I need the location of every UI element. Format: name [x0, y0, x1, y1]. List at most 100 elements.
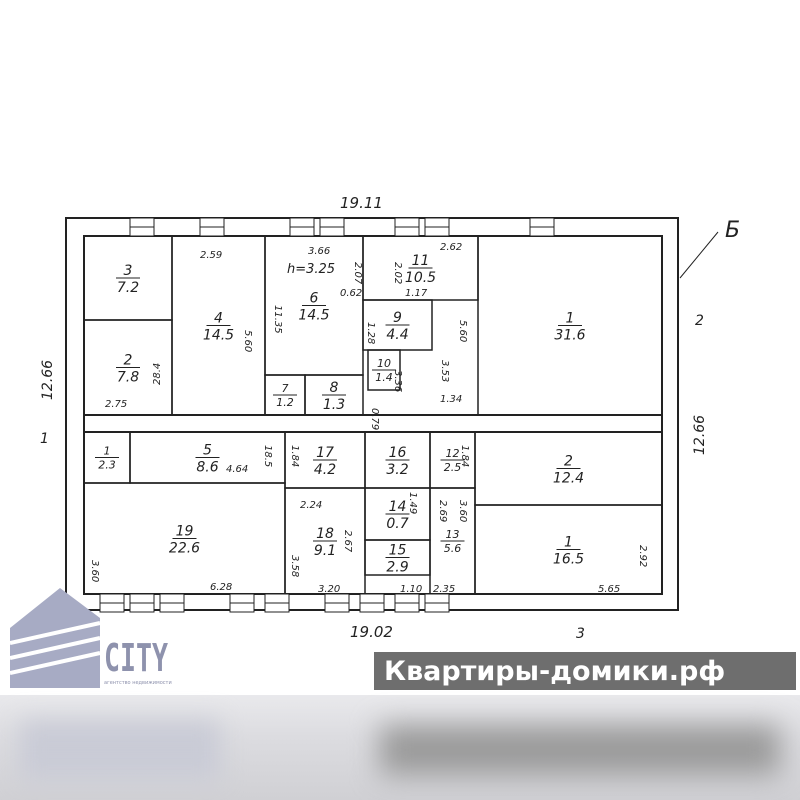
- dimension-label: 3.60: [457, 500, 468, 522]
- dimension-label: 1.49: [407, 492, 418, 514]
- room-area: 1.4: [375, 371, 393, 384]
- dimension-label: 2.02: [392, 262, 403, 284]
- dimension-label: 3.60: [89, 560, 100, 582]
- dimension-label: 3.36: [392, 370, 403, 392]
- room: 27.8: [83, 319, 173, 416]
- room-outline: [474, 504, 663, 595]
- room: 71.2: [264, 374, 306, 416]
- room: 135.6: [429, 487, 476, 595]
- dimension-label: 2.75: [105, 399, 127, 410]
- dimension-label: 0.79: [369, 408, 380, 430]
- dimension-label: 3.66: [308, 246, 330, 257]
- axis-mark-1: 1: [40, 431, 49, 447]
- room-number: 7: [282, 382, 289, 395]
- top-length: 19.11: [340, 194, 383, 212]
- room-area: 1.2: [276, 396, 294, 409]
- room-number: 2: [124, 353, 133, 369]
- room-area: 0.7: [386, 516, 408, 532]
- dimension-label: 2.35: [433, 584, 455, 595]
- axis-mark-2: 2: [695, 313, 704, 329]
- room-number: 11: [412, 253, 430, 269]
- room-number: 9: [393, 310, 402, 326]
- dimension-label: 28.4: [152, 363, 163, 385]
- dimension-label: 1.34: [440, 394, 462, 405]
- rooms: 37.227.8414.5614.571.281.394.4101.41110.…: [83, 235, 663, 595]
- room-area: 14.5: [203, 328, 234, 344]
- room-number: 3: [124, 263, 133, 279]
- room: 212.4: [474, 431, 663, 506]
- room-area: 8.6: [196, 460, 218, 476]
- dimension-label: 1.84: [459, 445, 470, 467]
- city-logo-icon: [10, 588, 101, 688]
- dimension-label: 2.59: [200, 250, 222, 261]
- dimension-label: 11.35: [272, 305, 283, 334]
- room-area: 10.5: [405, 270, 436, 286]
- room-area: 1.3: [323, 397, 345, 413]
- room-area: 7.2: [117, 280, 139, 296]
- dimension-label: 1.17: [405, 288, 428, 299]
- dimension-label: 2.24: [300, 500, 322, 511]
- room-area: 7.8: [117, 370, 139, 386]
- blur-left: [20, 720, 220, 780]
- room-area: 3.2: [386, 462, 408, 478]
- room: 131.6: [477, 235, 663, 416]
- room-outline: [477, 235, 663, 416]
- dimension-label: 5.60: [242, 330, 253, 352]
- dimension-label: 2.67: [342, 530, 353, 553]
- room: 37.2: [83, 235, 173, 321]
- room-number: 15: [389, 543, 407, 559]
- room-outline: [304, 374, 364, 416]
- room-number: 5: [203, 443, 212, 459]
- dimension-label: 5.65: [598, 584, 620, 595]
- room: 81.3: [304, 374, 364, 416]
- room-area: 14.5: [298, 308, 329, 324]
- dimension-label: 2.92: [637, 545, 648, 567]
- room-number: 13: [446, 528, 460, 541]
- room-number: 1: [564, 535, 573, 551]
- dimension-label: 2.62: [440, 242, 462, 253]
- room: 101.4: [367, 349, 401, 391]
- room: 12.3: [83, 431, 131, 484]
- room-area: 2.5: [444, 461, 462, 474]
- watermark-banner: Квартиры-домики.рф: [374, 652, 796, 690]
- logo-subtitle: агентство недвижимости: [104, 680, 172, 686]
- blur-right: [380, 725, 780, 775]
- dimension-label: 3.20: [318, 584, 340, 595]
- windows: [99, 217, 555, 613]
- room-number: 1: [104, 445, 111, 458]
- dimension-label: 1.10: [400, 584, 422, 595]
- dimension-label: 1.28: [365, 322, 376, 344]
- left-height: 12.66: [40, 360, 56, 400]
- room-area: 12.4: [553, 471, 584, 487]
- room: 414.5: [171, 235, 266, 416]
- room: 140.7: [364, 487, 431, 541]
- room: 58.6: [129, 431, 286, 484]
- room-number: 6: [310, 291, 319, 307]
- room-area: 22.6: [169, 541, 200, 557]
- dimension-label: 18.5: [262, 445, 273, 467]
- section-line: [679, 231, 719, 279]
- room-area: 5.6: [444, 542, 462, 555]
- dimension-label: 2.69: [437, 500, 448, 522]
- dimension-label: 0.62: [340, 288, 362, 299]
- room-number: 19: [176, 524, 194, 540]
- room-number: 12: [446, 447, 460, 460]
- room-number: 4: [214, 311, 223, 327]
- room-outline: [367, 349, 401, 391]
- logo-name: CITY: [104, 636, 169, 680]
- room-number: 17: [316, 445, 334, 461]
- room-number: 14: [389, 499, 407, 515]
- room-area: 31.6: [554, 328, 585, 344]
- room-area: 2.3: [98, 459, 116, 472]
- dimension-label: 3.53: [439, 360, 450, 382]
- room-number: 1: [566, 311, 575, 327]
- room-area: 4.4: [386, 327, 408, 343]
- ceiling-height: h=3.25: [287, 262, 335, 277]
- room-area: 9.1: [314, 543, 336, 559]
- dimension-label: 4.64: [226, 464, 248, 475]
- room: 152.9: [364, 539, 431, 576]
- room: 116.5: [474, 504, 663, 595]
- room-number: 18: [316, 526, 334, 542]
